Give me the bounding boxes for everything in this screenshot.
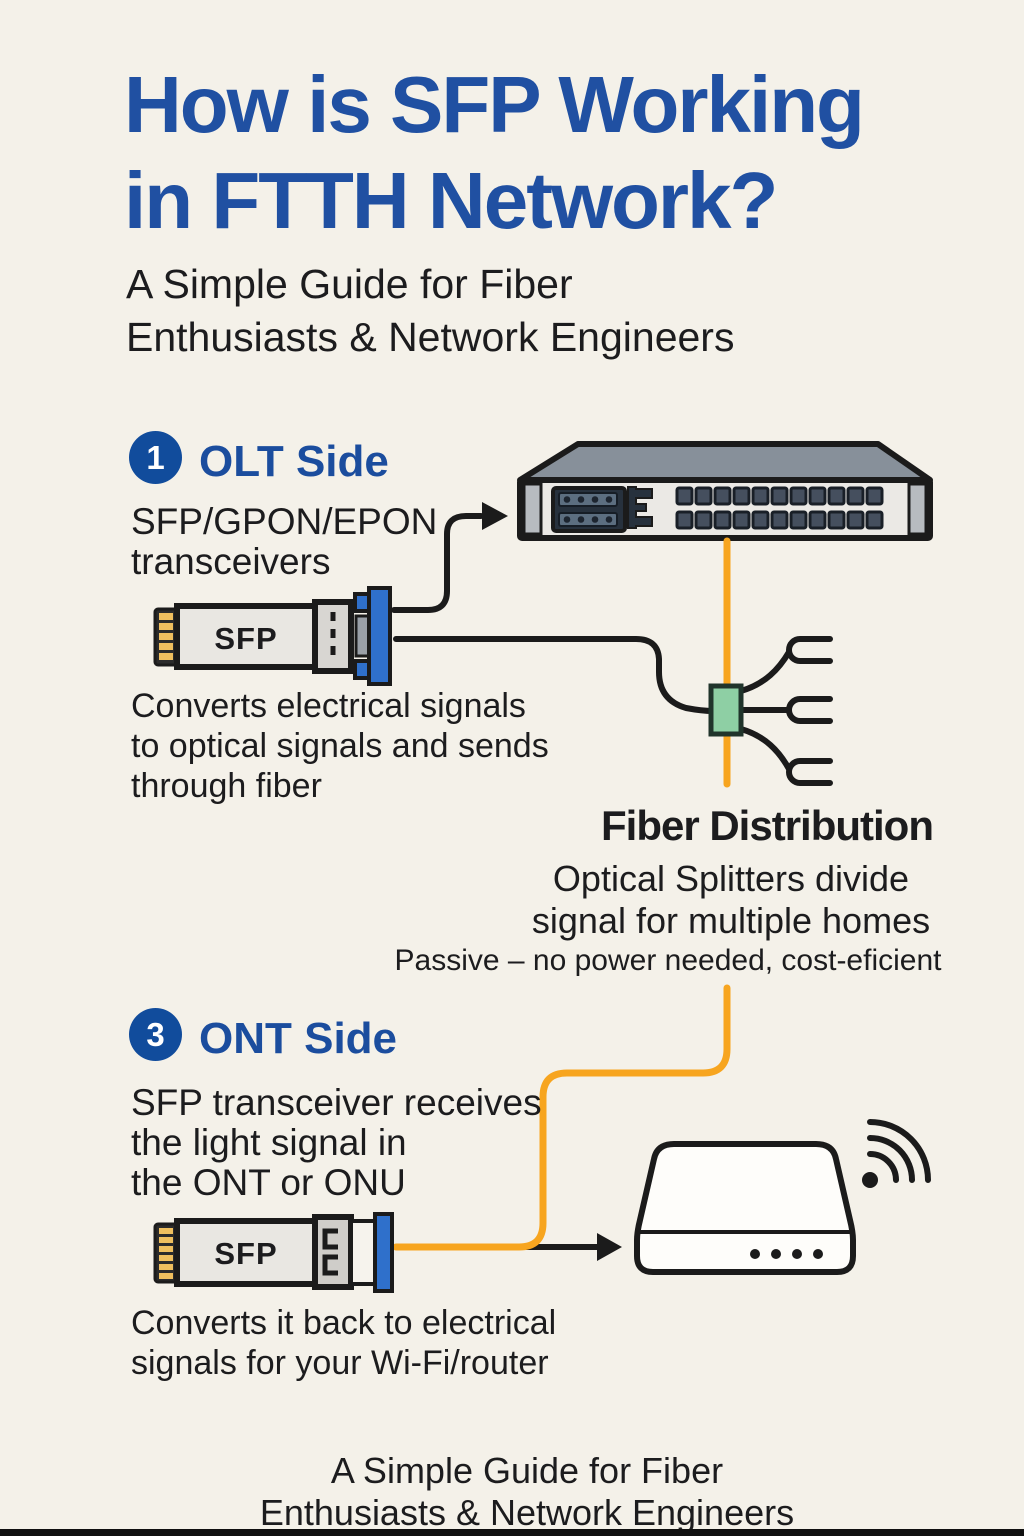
- olt-caption-line2: to optical signals and sends: [131, 727, 549, 765]
- arrow-sfp-to-switch-icon: [391, 502, 508, 613]
- sfp-transceiver-ont-icon: [153, 1212, 394, 1293]
- ont-step-badge: 3: [129, 1008, 182, 1061]
- footer-line2: Enthusiasts & Network Engineers: [259, 1492, 795, 1533]
- olt-desc-line1: SFP/GPON/EPON: [131, 501, 438, 542]
- olt-caption: Converts electrical signals to optical s…: [131, 686, 549, 806]
- splitter-body-icon: [708, 683, 744, 737]
- optical-splitter-icon: [708, 636, 833, 786]
- olt-heading: OLT Side: [199, 437, 389, 486]
- ont-desc-line3: the ONT or ONU: [131, 1162, 406, 1203]
- ont-caption: Converts it back to electrical signals f…: [131, 1303, 556, 1383]
- router-icon: [634, 1141, 856, 1275]
- footer-text: A Simple Guide for Fiber Enthusiasts & N…: [15, 1450, 1024, 1534]
- splitter-output-mid-icon: [786, 696, 833, 724]
- olt-step-number: 1: [146, 438, 165, 476]
- ont-step-number: 3: [146, 1015, 165, 1053]
- link-sfp-to-splitter-icon: [393, 636, 716, 714]
- distribution-desc-line1: Optical Splitters divide: [552, 858, 910, 899]
- subtitle-line1: A Simple Guide for Fiber: [126, 261, 573, 307]
- ont-caption-line1: Converts it back to electrical: [131, 1304, 557, 1342]
- splitter-output-top-icon: [786, 636, 833, 664]
- olt-description: SFP/GPON/EPON transceivers: [131, 502, 437, 582]
- ont-caption-line2: signals for your Wi-Fi/router: [131, 1344, 549, 1382]
- ont-description: SFP transceiver receives the light signa…: [131, 1083, 542, 1203]
- sfp-lc-connector-icon: [353, 586, 392, 686]
- sfp-transceiver-olt-icon: [153, 586, 392, 686]
- fiber-cable-ont-icon: [392, 984, 731, 1251]
- arrow-sfp-to-router-icon: [517, 1233, 622, 1261]
- footer-line1: A Simple Guide for Fiber: [330, 1450, 724, 1491]
- olt-step-badge: 1: [129, 431, 182, 484]
- distribution-note: Passive – no power needed, cost-eficient: [394, 944, 942, 977]
- olt-switch-icon: [517, 441, 933, 541]
- wifi-icon: [862, 1119, 931, 1188]
- olt-sfp-label: SFP: [214, 621, 278, 656]
- switch-port-grid-icon: [675, 486, 884, 530]
- switch-sfp-cage-icon: [551, 486, 653, 533]
- splitter-output-bottom-icon: [786, 758, 833, 786]
- ont-desc-line2: the light signal in: [131, 1122, 407, 1163]
- title-line2: in FTTH Network?: [124, 156, 778, 245]
- page-subtitle: A Simple Guide for Fiber Enthusiasts & N…: [126, 258, 734, 364]
- ont-sfp-label: SFP: [214, 1236, 278, 1271]
- ont-heading: ONT Side: [199, 1014, 398, 1063]
- olt-caption-line3: through fiber: [131, 767, 322, 805]
- bottom-edge-strip: [0, 1529, 1024, 1536]
- distribution-desc-line2: signal for multiple homes: [531, 900, 931, 941]
- distribution-heading: Fiber Distribution: [601, 802, 934, 849]
- subtitle-line2: Enthusiasts & Network Engineers: [126, 314, 735, 360]
- distribution-description: Optical Splitters divide signal for mult…: [431, 858, 1024, 942]
- olt-caption-line1: Converts electrical signals: [131, 687, 526, 725]
- title-line1: How is SFP Working: [124, 60, 865, 149]
- olt-desc-line2: transceivers: [131, 541, 331, 582]
- page-title: How is SFP Working in FTTH Network?: [124, 57, 865, 249]
- ont-desc-line1: SFP transceiver receives: [131, 1082, 542, 1123]
